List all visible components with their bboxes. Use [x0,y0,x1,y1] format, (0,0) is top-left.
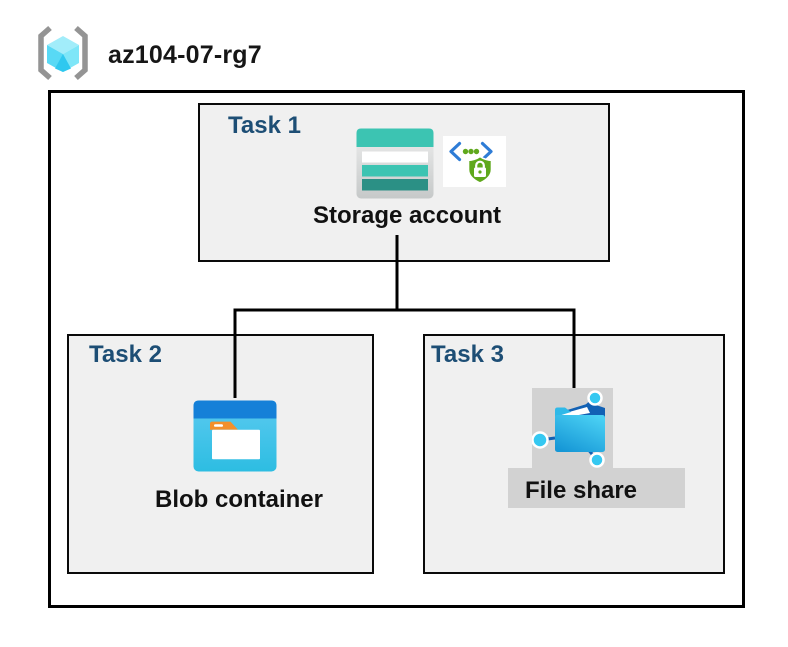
blob-container-icon [193,400,277,472]
resource-group-icon [38,25,88,81]
task2-label: Task 2 [89,341,162,368]
storage-account-label: Storage account [312,202,502,229]
file-share-label-band [508,468,685,508]
task3-label: Task 3 [431,341,504,368]
code-shield-lock-icon [443,136,506,187]
task1-label: Task 1 [228,112,301,139]
blob-container-label: Blob container [154,486,323,513]
storage-account-icon [356,128,434,199]
file-share-icon [532,390,605,468]
resource-group-name: az104-07-rg7 [108,41,262,69]
file-share-label: File share [524,477,638,504]
